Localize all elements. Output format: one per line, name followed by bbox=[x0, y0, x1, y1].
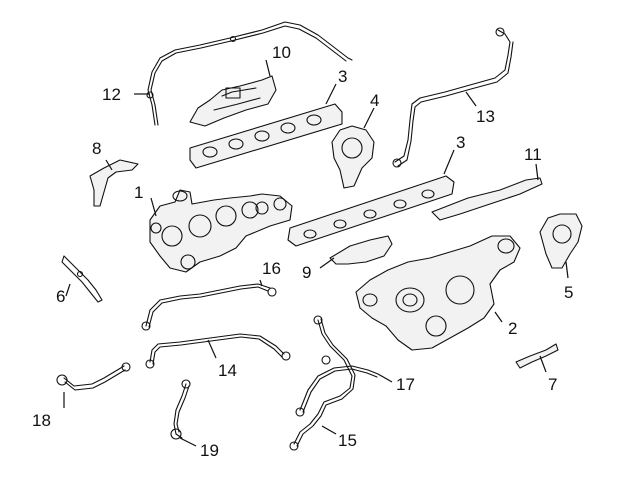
part-9-heat-shield bbox=[329, 235, 393, 265]
part-3-gasket-upper bbox=[189, 103, 343, 169]
part-12-hose bbox=[146, 21, 353, 126]
callout-17: 17 bbox=[396, 375, 415, 394]
callout-11: 11 bbox=[524, 145, 542, 164]
part-6-bracket bbox=[61, 255, 103, 303]
part-15-oil-line bbox=[289, 315, 356, 451]
part-5-gasket bbox=[539, 213, 583, 269]
part-13-oil-line bbox=[392, 27, 514, 168]
part-18-line bbox=[56, 362, 131, 391]
part-14-coolant-line bbox=[145, 333, 291, 369]
part-8-bracket bbox=[89, 159, 139, 207]
callout-19: 19 bbox=[200, 441, 219, 460]
callout-15: 15 bbox=[338, 431, 357, 450]
callout-7: 7 bbox=[548, 375, 557, 394]
part-4-gasket bbox=[331, 125, 375, 189]
callout-9: 9 bbox=[302, 263, 311, 282]
callout-1: 1 bbox=[134, 183, 143, 202]
part-2-turbocharger bbox=[355, 235, 521, 351]
part-10-heat-shield bbox=[189, 75, 277, 127]
callout-18: 18 bbox=[32, 411, 51, 430]
part-7-bracket bbox=[515, 343, 559, 369]
callout-labels: 1 2 3 3 4 5 6 7 8 9 10 11 12 13 14 15 16… bbox=[32, 43, 573, 460]
callout-12: 12 bbox=[102, 85, 121, 104]
callout-3-upper: 3 bbox=[338, 67, 347, 86]
callout-8: 8 bbox=[92, 139, 101, 158]
callout-leaders bbox=[63, 59, 569, 447]
callout-3-lower: 3 bbox=[456, 133, 465, 152]
part-1-turbocharger bbox=[149, 189, 293, 273]
callout-6: 6 bbox=[56, 287, 65, 306]
part-17-oil-line bbox=[295, 355, 379, 417]
callout-14: 14 bbox=[218, 361, 237, 380]
callout-16: 16 bbox=[262, 259, 281, 278]
callout-4: 4 bbox=[370, 91, 379, 110]
part-3-gasket-lower bbox=[287, 175, 455, 247]
callout-2: 2 bbox=[508, 319, 517, 338]
part-11-heat-shield bbox=[431, 177, 543, 221]
callout-5: 5 bbox=[564, 283, 573, 302]
part-16-coolant-line bbox=[141, 283, 277, 331]
callout-13: 13 bbox=[476, 107, 495, 126]
callout-10: 10 bbox=[272, 43, 291, 62]
part-19-line bbox=[170, 379, 191, 440]
